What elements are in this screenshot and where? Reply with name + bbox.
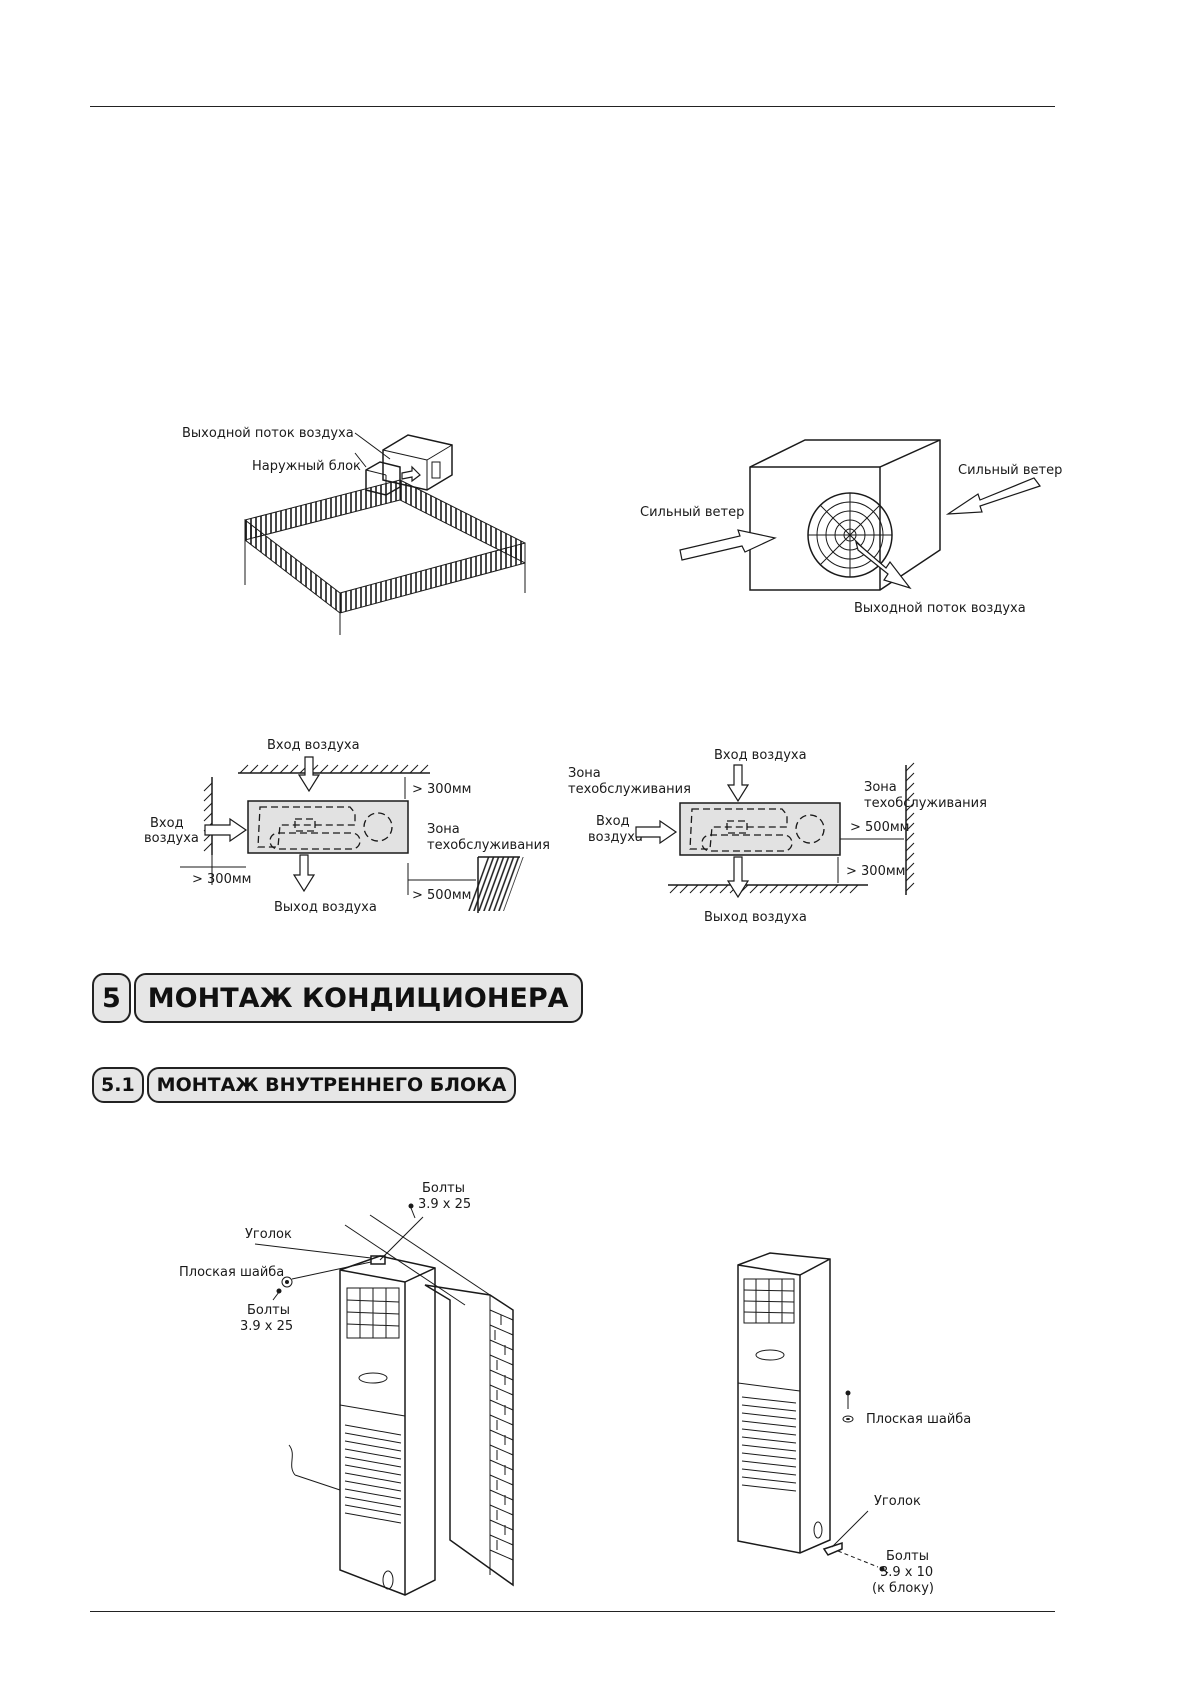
label-bolts-2: 3.9 x 10 — [880, 1565, 933, 1580]
label-bolts-top-1: Болты — [422, 1181, 465, 1196]
label-air-inlet-top-2: Вход воздуха — [714, 748, 807, 763]
label-bracket-1: Уголок — [245, 1227, 292, 1242]
label-wind-left: Сильный ветер — [640, 505, 744, 520]
top-rule — [90, 106, 1055, 107]
label-gap-floor: > 300мм — [846, 864, 905, 879]
label-service-zone-2: техобслуживания — [427, 838, 550, 853]
label-wind-right: Сильный ветер — [958, 463, 1062, 478]
label-service-zone-right-1: Зона — [864, 780, 897, 795]
section-5-heading: 5 МОНТАЖ КОНДИЦИОНЕРА — [92, 973, 583, 1023]
label-service-zone-1: Зона — [427, 822, 460, 837]
figure-floor-mount: Плоская шайба Уголок Болты 3.9 x 10 (к б… — [737, 1252, 971, 1596]
label-air-inlet-side-2: воздуха — [144, 831, 199, 846]
label-bolts-left-2: 3.9 x 25 — [240, 1319, 293, 1334]
label-service-zone-left-1: Зона — [568, 766, 601, 781]
label-gap-side: > 300мм — [192, 872, 251, 887]
label-bolts-top-2: 3.9 x 25 — [418, 1197, 471, 1212]
figure-clearance-right: Вход воздуха Зона техобслуживания Вход в… — [568, 748, 987, 925]
label-gap-top: > 300мм — [412, 782, 471, 797]
section-5-1-title: МОНТАЖ ВНУТРЕННЕГО БЛОКА — [146, 1067, 517, 1103]
label-outlet-2: Выходной поток воздуха — [854, 601, 1026, 616]
label-service-zone-right-2: техобслуживания — [864, 796, 987, 811]
label-bracket-2: Уголок — [874, 1494, 921, 1509]
fan-grille-icon — [807, 492, 893, 578]
label-bolts-left-1: Болты — [247, 1303, 290, 1318]
label-air-inlet-side-4: воздуха — [588, 830, 643, 845]
figure-strong-wind: Сильный ветер Сильный ветер Выходной пот… — [640, 439, 1062, 616]
label-washer-2: Плоская шайба — [866, 1412, 971, 1427]
label-outdoor-unit: Наружный блок — [252, 459, 361, 474]
label-service-zone-left-2: техобслуживания — [568, 782, 691, 797]
section-5-title: МОНТАЖ КОНДИЦИОНЕРА — [133, 973, 583, 1023]
label-gap-service-2: > 500мм — [850, 820, 909, 835]
section-5-number: 5 — [92, 973, 131, 1023]
label-air-outlet-2: Выход воздуха — [704, 910, 807, 925]
label-air-inlet-side-1: Вход — [150, 816, 184, 831]
label-air-inlet-side-3: Вход — [596, 814, 630, 829]
section-5-1-number: 5.1 — [92, 1067, 144, 1103]
figure-wall-mount: Болты 3.9 x 25 Уголок Плоская шайба Болт… — [179, 1181, 514, 1596]
label-outlet: Выходной поток воздуха — [182, 426, 354, 441]
label-washer-1: Плоская шайба — [179, 1265, 284, 1280]
label-bolts-1: Болты — [886, 1549, 929, 1564]
figure-clearance-left: Вход воздуха Вход воздуха > 300мм Зона т… — [144, 738, 550, 915]
section-5-1-heading: 5.1 МОНТАЖ ВНУТРЕННЕГО БЛОКА — [92, 1067, 517, 1103]
label-air-inlet-top: Вход воздуха — [267, 738, 360, 753]
label-gap-service: > 500мм — [412, 888, 471, 903]
label-bolts-3: (к блоку) — [872, 1581, 934, 1596]
bottom-rule — [90, 1611, 1055, 1612]
label-air-outlet: Выход воздуха — [274, 900, 377, 915]
figure-rooftop-fence: Выходной поток воздуха Наружный блок — [182, 426, 526, 635]
